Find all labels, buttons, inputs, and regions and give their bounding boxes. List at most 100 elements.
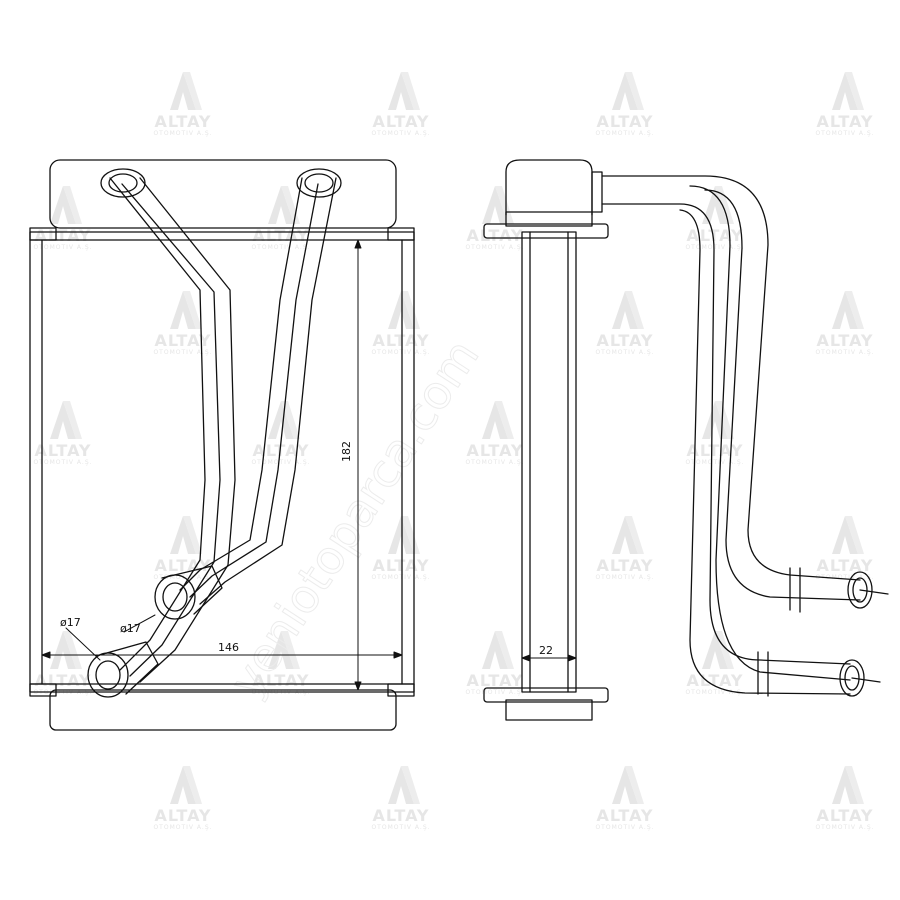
watermark-brand: ALTAY [596, 806, 654, 825]
dim-inlet-diameter: ø17 [120, 622, 141, 635]
watermark-subtitle: OTOMOTIV A.Ş. [685, 459, 745, 466]
watermark-brand: ALTAY [816, 556, 874, 575]
altay-logo-icon [388, 291, 420, 329]
side-view: 22 [483, 159, 889, 721]
watermark-brand: ALTAY [466, 226, 524, 245]
front-dimensions [41, 239, 403, 691]
dim-depth: 22 [539, 644, 553, 657]
watermark-subtitle: OTOMOTIV A.Ş. [815, 349, 875, 356]
front-pipe-ends [87, 565, 223, 698]
dim-width: 146 [218, 641, 239, 654]
side-top-tank [505, 159, 593, 216]
watermark-brand: ALTAY [816, 112, 874, 131]
altay-logo-icon [170, 766, 202, 804]
side-pipe [601, 175, 861, 695]
altay-logo-icon [388, 516, 420, 554]
watermark-brand: ALTAY [372, 112, 430, 131]
watermark-subtitle: OTOMOTIV A.Ş. [371, 349, 431, 356]
watermark-subtitle: OTOMOTIV A.Ş. [465, 459, 525, 466]
altay-logo-icon [50, 631, 82, 669]
altay-logo-icon [482, 631, 514, 669]
side-dimensions [521, 654, 577, 662]
altay-logo-icon [388, 766, 420, 804]
watermark-subtitle: OTOMOTIV A.Ş. [371, 574, 431, 581]
altay-logo-icon [612, 291, 644, 329]
watermark-brand: ALTAY [816, 806, 874, 825]
watermark-subtitle: OTOMOTIV A.Ş. [153, 349, 213, 356]
watermark-brand: ALTAY [154, 331, 212, 350]
front-core [29, 231, 415, 693]
watermark-subtitle: OTOMOTIV A.Ş. [595, 130, 655, 137]
altay-logo-icon [832, 516, 864, 554]
altay-logo-icon [482, 186, 514, 224]
watermark-brand: ALTAY [596, 331, 654, 350]
altay-logo-icon [832, 291, 864, 329]
watermark-brand: ALTAY [466, 671, 524, 690]
front-pipe-left [100, 168, 236, 683]
watermark-brand: ALTAY [34, 441, 92, 460]
altay-logo-icon [268, 401, 300, 439]
dim-height: 182 [340, 441, 353, 462]
watermark-brand: ALTAY [686, 441, 744, 460]
altay-logo-icon [832, 72, 864, 110]
watermark-brand: ALTAY [466, 441, 524, 460]
watermark-brand: ALTAY [816, 331, 874, 350]
altay-logo-icon [170, 516, 202, 554]
altay-logo-icon [388, 72, 420, 110]
watermark-brand: ALTAY [154, 112, 212, 131]
watermark-subtitle: OTOMOTIV A.Ş. [33, 459, 93, 466]
watermark-brand: ALTAY [596, 112, 654, 131]
watermark-subtitle: OTOMOTIV A.Ş. [595, 824, 655, 831]
watermark-subtitle: OTOMOTIV A.Ş. [371, 130, 431, 137]
altay-logo-icon [702, 186, 734, 224]
altay-logo-icon [612, 516, 644, 554]
altay-logo-icon [170, 291, 202, 329]
watermark-subtitle: OTOMOTIV A.Ş. [815, 130, 875, 137]
altay-logo-icon [50, 401, 82, 439]
watermark-subtitle: OTOMOTIV A.Ş. [33, 244, 93, 251]
watermark-subtitle: OTOMOTIV A.Ş. [251, 244, 311, 251]
watermark-subtitle: OTOMOTIV A.Ş. [595, 574, 655, 581]
side-pipe-ends [757, 567, 889, 697]
altay-logo-icon [832, 766, 864, 804]
altay-logo-icon [50, 186, 82, 224]
watermark-brand: ALTAY [34, 671, 92, 690]
altay-logo-icon [268, 631, 300, 669]
watermark-subtitle: OTOMOTIV A.Ş. [153, 130, 213, 137]
watermark-subtitle: OTOMOTIV A.Ş. [153, 824, 213, 831]
altay-logo-icon [612, 72, 644, 110]
watermark-subtitle: OTOMOTIV A.Ş. [251, 459, 311, 466]
dim-outlet-diameter: ø17 [60, 616, 81, 629]
watermark-brand: ALTAY [252, 671, 310, 690]
watermark-subtitle: OTOMOTIV A.Ş. [815, 824, 875, 831]
site-watermark: yeniotoparca.com [219, 330, 489, 706]
watermark-subtitle: OTOMOTIV A.Ş. [465, 244, 525, 251]
watermark-brand: ALTAY [372, 806, 430, 825]
watermark-subtitle: OTOMOTIV A.Ş. [465, 689, 525, 696]
watermark-subtitle: OTOMOTIV A.Ş. [815, 574, 875, 581]
watermark-subtitle: OTOMOTIV A.Ş. [371, 824, 431, 831]
altay-logo-icon [612, 766, 644, 804]
altay-logo-icon [170, 72, 202, 110]
front-top-tank [49, 159, 397, 229]
side-core [521, 231, 577, 693]
